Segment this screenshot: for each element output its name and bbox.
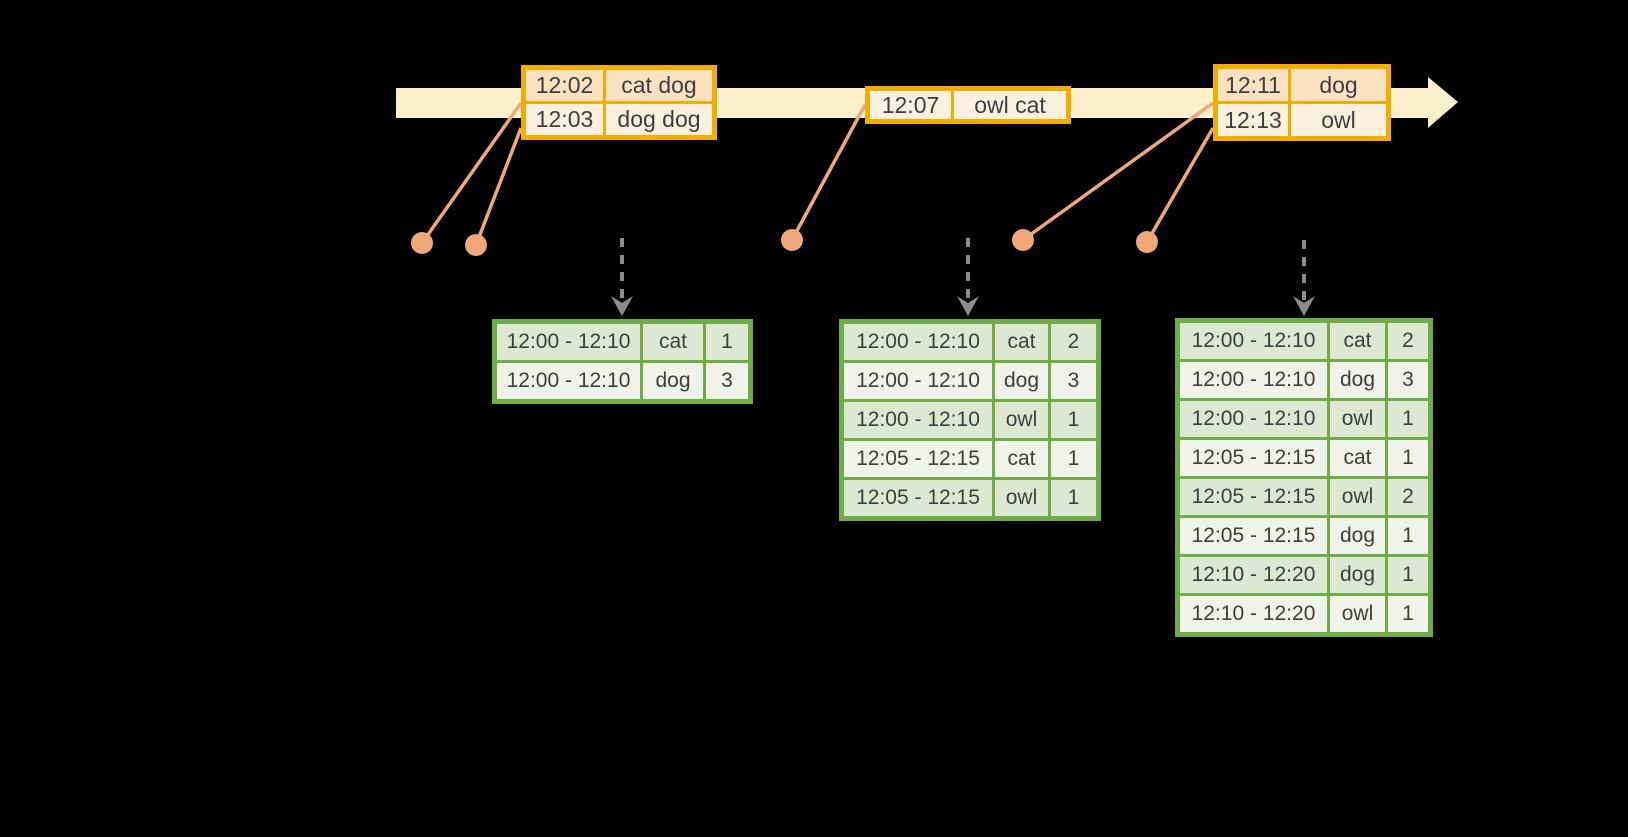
window-cell: 12:05 - 12:15 (1180, 518, 1327, 554)
event-words-cell: owl (1291, 104, 1386, 136)
event-dots (411, 229, 1158, 256)
window-cell: 12:00 - 12:10 (844, 324, 992, 360)
event-dot-icon (781, 229, 803, 251)
word-cell: dog (1330, 362, 1385, 398)
count-cell: 2 (1388, 479, 1428, 515)
window-cell: 12:00 - 12:10 (844, 363, 992, 399)
window-cell: 12:00 - 12:10 (497, 363, 640, 399)
event-words-cell: dog dog (606, 104, 712, 135)
result-table-3: 12:00 - 12:10 cat 2 12:00 - 12:10 dog 3 … (1175, 318, 1433, 637)
event-time-cell: 12:11 (1218, 69, 1288, 101)
count-cell: 1 (1051, 480, 1096, 516)
event-table-2: 12:07 owl cat (865, 86, 1071, 124)
event-words-cell: owl cat (954, 91, 1066, 119)
window-cell: 12:00 - 12:10 (1180, 401, 1327, 437)
event-time-cell: 12:02 (526, 70, 603, 101)
word-cell: cat (995, 441, 1048, 477)
window-cell: 12:05 - 12:15 (844, 480, 992, 516)
emit-arrowhead-icon (1293, 296, 1315, 316)
count-cell: 1 (1388, 596, 1428, 632)
event-dot-icon (1012, 229, 1034, 251)
count-cell: 1 (1051, 402, 1096, 438)
emit-arrowhead-icon (611, 296, 633, 316)
word-cell: dog (643, 363, 703, 399)
window-cell: 12:05 - 12:15 (1180, 479, 1327, 515)
event-dot-icon (411, 232, 433, 254)
word-cell: cat (643, 324, 703, 360)
count-cell: 1 (1388, 440, 1428, 476)
window-cell: 12:00 - 12:10 (1180, 323, 1327, 359)
word-cell: owl (995, 480, 1048, 516)
word-cell: cat (1330, 323, 1385, 359)
window-cell: 12:10 - 12:20 (1180, 596, 1327, 632)
event-time-cell: 12:03 (526, 104, 603, 135)
word-cell: cat (1330, 440, 1385, 476)
word-cell: owl (1330, 596, 1385, 632)
word-cell: dog (995, 363, 1048, 399)
timeline-arrowhead-icon (1428, 77, 1458, 128)
word-cell: owl (1330, 479, 1385, 515)
window-cell: 12:05 - 12:15 (1180, 440, 1327, 476)
window-cell: 12:10 - 12:20 (1180, 557, 1327, 593)
connector-line (1145, 127, 1215, 243)
count-cell: 1 (706, 324, 748, 360)
event-dot-icon (465, 234, 487, 256)
connector-lines (420, 101, 1215, 246)
count-cell: 2 (1051, 324, 1096, 360)
word-cell: dog (1330, 518, 1385, 554)
result-table-1: 12:00 - 12:10 cat 1 12:00 - 12:10 dog 3 (492, 319, 753, 404)
count-cell: 1 (1388, 557, 1428, 593)
event-words-cell: dog (1291, 69, 1386, 101)
event-words-cell: cat dog (606, 70, 712, 101)
window-cell: 12:00 - 12:10 (497, 324, 640, 360)
window-cell: 12:00 - 12:10 (844, 402, 992, 438)
event-table-3: 12:11 dog 12:13 owl (1213, 64, 1391, 141)
count-cell: 1 (1051, 441, 1096, 477)
event-time-cell: 12:07 (870, 91, 951, 119)
word-cell: owl (1330, 401, 1385, 437)
window-cell: 12:05 - 12:15 (844, 441, 992, 477)
connector-line (474, 127, 523, 246)
count-cell: 1 (1388, 518, 1428, 554)
word-cell: cat (995, 324, 1048, 360)
window-cell: 12:00 - 12:10 (1180, 362, 1327, 398)
count-cell: 3 (1388, 362, 1428, 398)
connector-line (790, 104, 867, 241)
emit-arrows (620, 238, 1306, 300)
event-time-cell: 12:13 (1218, 104, 1288, 136)
connector-line (420, 101, 523, 245)
result-table-2: 12:00 - 12:10 cat 2 12:00 - 12:10 dog 3 … (839, 319, 1101, 521)
count-cell: 1 (1388, 401, 1428, 437)
event-table-1: 12:02 cat dog 12:03 dog dog (521, 65, 717, 140)
count-cell: 2 (1388, 323, 1428, 359)
event-dot-icon (1136, 231, 1158, 253)
word-cell: owl (995, 402, 1048, 438)
count-cell: 3 (1051, 363, 1096, 399)
emit-arrowhead-icon (957, 296, 979, 316)
word-cell: dog (1330, 557, 1385, 593)
count-cell: 3 (706, 363, 748, 399)
connector-line (1021, 101, 1215, 242)
emit-arrowheads (611, 296, 1315, 316)
